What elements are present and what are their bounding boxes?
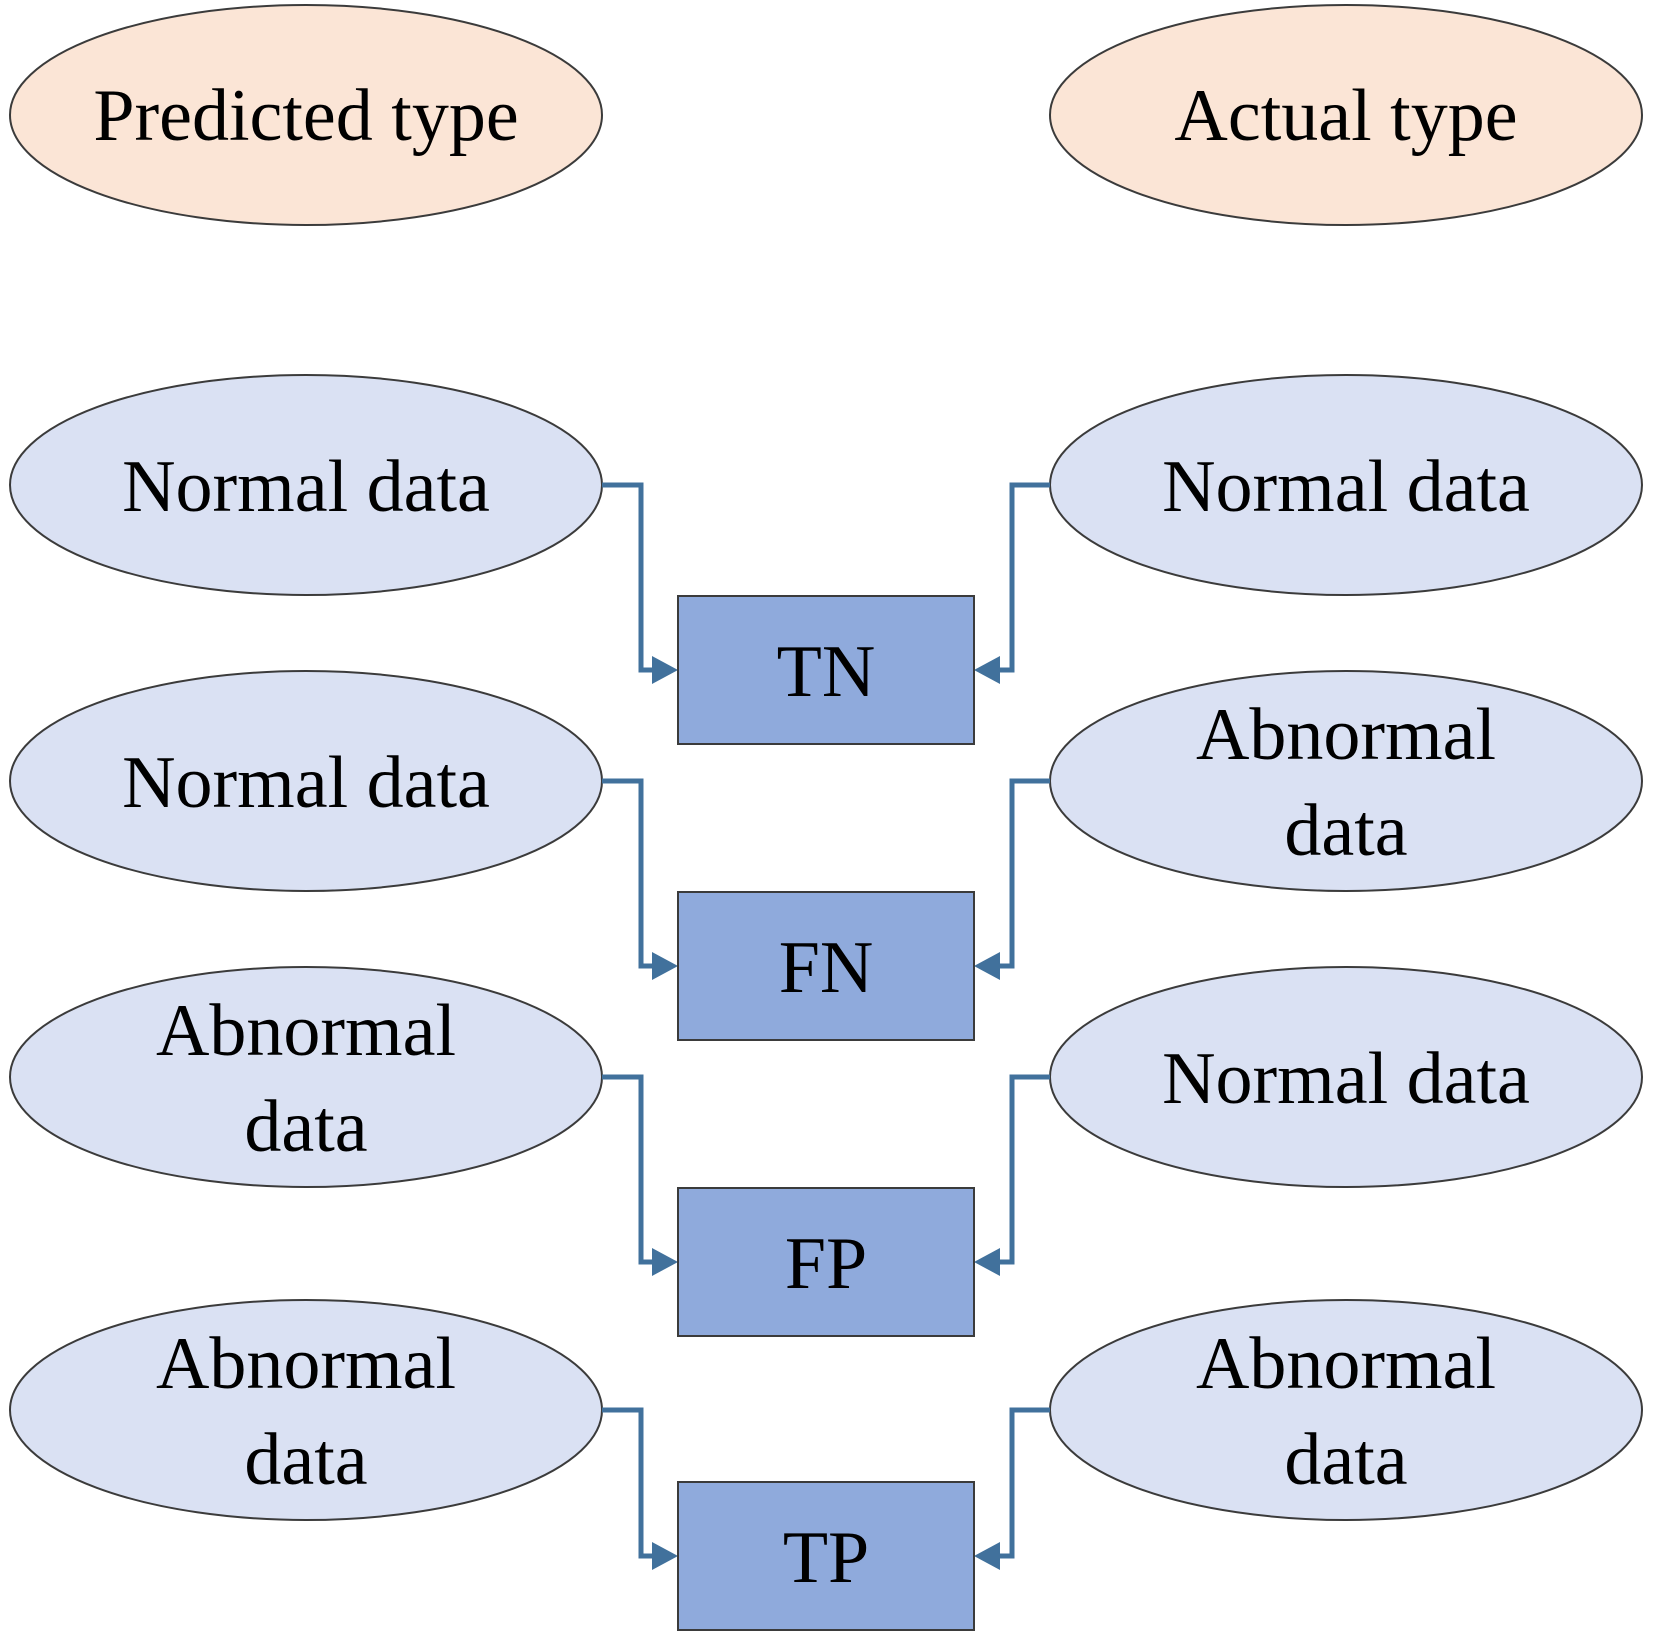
actual-oval: Abnormal data [1049,670,1643,892]
left-arrowhead [652,1542,678,1570]
left-arrowhead [652,656,678,684]
right-connector [994,482,1050,673]
result-label: FN [779,927,874,1009]
predicted-type-label: Predicted type [93,75,518,157]
predicted-oval-label-line: Normal data [122,446,490,528]
left-arrowhead [652,952,678,980]
right-connector [994,1407,1050,1559]
left-connector [602,778,658,969]
predicted-oval: Abnormal data [9,1299,603,1521]
result-label: FP [785,1223,867,1305]
actual-oval-label-line: Abnormal [1196,694,1496,776]
right-connector [994,778,1050,969]
left-arrowhead [652,1248,678,1276]
predicted-oval-label-line: data [244,1086,367,1168]
actual-oval-label-line: data [1284,790,1407,872]
right-arrowhead [974,952,1000,980]
actual-oval-label-line: Normal data [1162,1038,1530,1120]
left-connector [602,1074,658,1265]
result-label: TN [777,631,876,713]
actual-oval-label-line: Normal data [1162,446,1530,528]
result-box-tn: TN [677,595,975,745]
left-connector [602,482,658,673]
predicted-oval: Abnormal data [9,966,603,1188]
actual-oval-label-line: data [1284,1419,1407,1501]
result-box-fn: FN [677,891,975,1041]
predicted-oval-label-line: Normal data [122,742,490,824]
actual-oval: Abnormal data [1049,1299,1643,1521]
result-box-fp: FP [677,1187,975,1337]
predicted-oval-label-line: Abnormal [156,990,456,1072]
result-label: TP [783,1517,869,1599]
predicted-oval-label-line: Abnormal [156,1323,456,1405]
result-box-tp: TP [677,1481,975,1631]
left-connector [602,1407,658,1559]
right-connector [994,1074,1050,1265]
actual-oval: Normal data [1049,374,1643,596]
right-arrowhead [974,1248,1000,1276]
predicted-oval: Normal data [9,374,603,596]
actual-oval: Normal data [1049,966,1643,1188]
actual-type-header: Actual type [1049,4,1643,226]
predicted-oval-label-line: data [244,1419,367,1501]
right-arrowhead [974,656,1000,684]
predicted-type-header: Predicted type [9,4,603,226]
actual-type-label: Actual type [1174,75,1517,157]
predicted-oval: Normal data [9,670,603,892]
actual-oval-label-line: Abnormal [1196,1323,1496,1405]
right-arrowhead [974,1542,1000,1570]
